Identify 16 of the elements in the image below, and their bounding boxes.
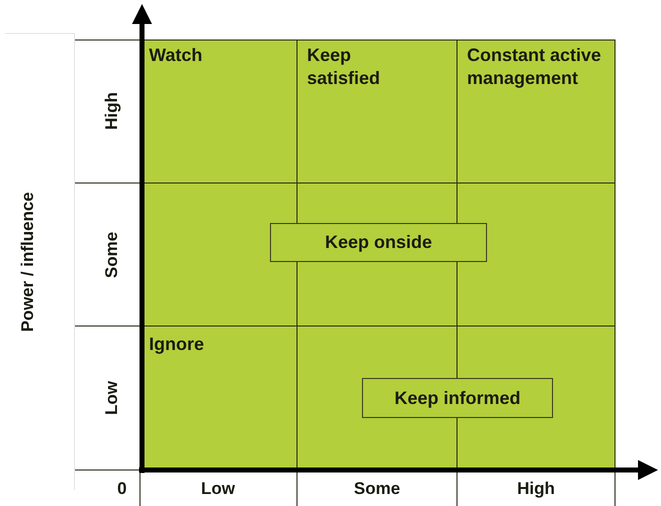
box-text: Keep informed bbox=[394, 388, 521, 408]
axis-tick-label: Low bbox=[102, 381, 122, 415]
axis-tick-label: 0 bbox=[117, 479, 127, 499]
quadrant-label: Keep satisfied bbox=[307, 44, 417, 91]
strategy-box bbox=[270, 223, 487, 262]
axis-tick-label: Low bbox=[201, 479, 235, 499]
quadrant-label: Ignore bbox=[149, 333, 289, 356]
quadrant-label: Watch bbox=[149, 44, 289, 68]
axis-tick-label: Some bbox=[102, 232, 122, 278]
quadrant-label: Constant active management bbox=[467, 44, 612, 91]
axis-tick-label: High bbox=[102, 92, 122, 130]
axis-tick-label: Some bbox=[354, 479, 400, 499]
strategy-box bbox=[362, 378, 553, 418]
axis-tick-label: High bbox=[517, 479, 555, 499]
axis-title: Power / influence bbox=[18, 192, 38, 332]
box-text: Keep onside bbox=[324, 232, 432, 253]
